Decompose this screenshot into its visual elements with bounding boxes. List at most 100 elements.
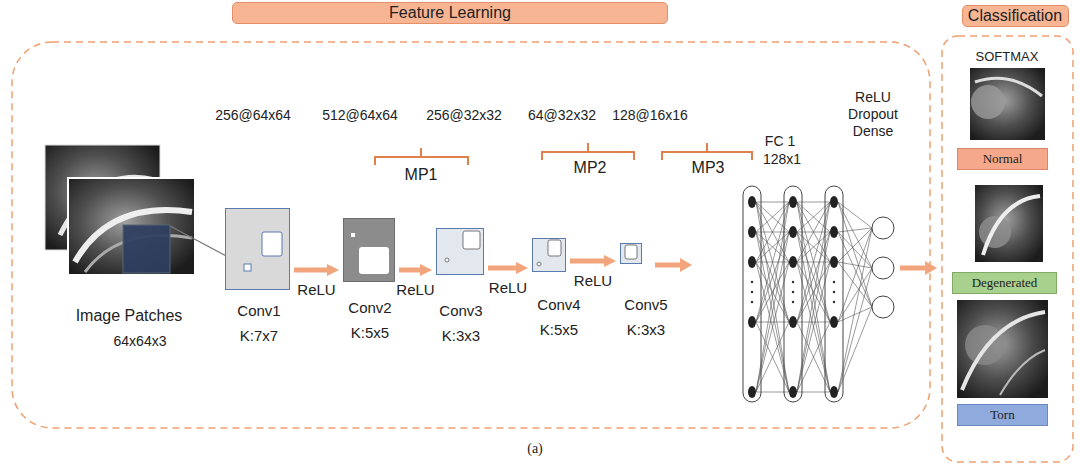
layer-label: K:5x5 bbox=[351, 324, 389, 342]
neuron bbox=[830, 226, 838, 238]
layer-label: Conv5 bbox=[624, 296, 667, 314]
class-label: Normal bbox=[983, 150, 1023, 168]
layer-label: K:3x3 bbox=[627, 321, 665, 339]
figure-caption: (a) bbox=[527, 440, 543, 458]
output-neuron bbox=[872, 257, 894, 279]
feature-dot bbox=[537, 262, 541, 266]
pool-bracket bbox=[375, 148, 468, 165]
neuron bbox=[830, 256, 838, 268]
flow-arrow bbox=[900, 266, 926, 271]
conv-layer: Conv2K:5x5 bbox=[343, 218, 395, 282]
mri-structure bbox=[962, 312, 1045, 390]
neuron bbox=[789, 386, 797, 398]
neuron bbox=[748, 386, 756, 398]
class-box: Degenerated bbox=[952, 272, 1057, 294]
layer-label: Conv1 bbox=[237, 302, 280, 320]
class-label: Torn bbox=[990, 406, 1014, 424]
layer-glyph bbox=[532, 238, 566, 272]
header-text: Classification bbox=[968, 7, 1062, 25]
feature-window bbox=[625, 245, 637, 259]
mri-normal bbox=[970, 68, 1045, 140]
feature-window bbox=[351, 233, 355, 237]
edge-label: ReLU bbox=[394, 281, 436, 299]
neuron bbox=[748, 316, 756, 328]
flow-arrow bbox=[294, 268, 330, 273]
dimension-label: 512@64x64 bbox=[322, 106, 398, 124]
neuron bbox=[789, 256, 797, 268]
dimension-label: 128x1 bbox=[763, 150, 801, 168]
feature-window bbox=[548, 240, 561, 256]
neuron bbox=[748, 256, 756, 268]
flow-arrow bbox=[488, 266, 519, 271]
section-header: Feature Learning bbox=[232, 2, 668, 24]
layer-label: K:5x5 bbox=[540, 321, 578, 339]
fc-neurons bbox=[748, 196, 838, 398]
mri-patch-front bbox=[68, 178, 195, 275]
mri-torn bbox=[957, 300, 1048, 398]
layer-label: Conv3 bbox=[439, 302, 482, 320]
operation-label: Dense bbox=[853, 122, 893, 140]
neuron bbox=[830, 386, 838, 398]
operation-label: Dropout bbox=[848, 105, 898, 123]
patch-window bbox=[123, 225, 170, 273]
neuron bbox=[748, 196, 756, 208]
neuron bbox=[830, 316, 838, 328]
class-label: Degenerated bbox=[972, 274, 1038, 292]
neuron bbox=[789, 316, 797, 328]
layer-glyph bbox=[343, 218, 395, 282]
pool-label: MP2 bbox=[574, 159, 607, 177]
feature-region bbox=[12, 42, 930, 428]
flow-arrow bbox=[655, 263, 681, 268]
fc-column bbox=[784, 186, 802, 402]
mri-structure bbox=[983, 196, 1040, 255]
pool-bracket bbox=[662, 143, 752, 160]
dimension-label: 256@64x64 bbox=[215, 106, 291, 124]
layer-glyph bbox=[225, 208, 290, 290]
flow-arrowhead bbox=[925, 261, 937, 275]
flow-arrow bbox=[399, 268, 423, 273]
output-neuron bbox=[872, 296, 894, 318]
pool-label: MP3 bbox=[692, 159, 725, 177]
mri-structure bbox=[979, 216, 1011, 248]
feature-window bbox=[262, 232, 282, 256]
layer-glyph bbox=[620, 243, 642, 264]
class-box: Torn bbox=[957, 404, 1048, 426]
layer-label: FC 1 bbox=[765, 132, 795, 150]
edge-label: ReLU bbox=[572, 272, 614, 290]
output-label: SOFTMAX bbox=[976, 48, 1039, 66]
feature-dot bbox=[445, 258, 449, 262]
feature-window bbox=[244, 264, 251, 271]
section-header: Classification bbox=[962, 5, 1069, 27]
feature-window bbox=[359, 247, 389, 274]
output-neuron bbox=[872, 217, 894, 239]
input-label: Image Patches bbox=[76, 307, 183, 325]
pool-label: MP1 bbox=[405, 166, 438, 184]
flow-arrowhead bbox=[680, 258, 692, 272]
class-box: Normal bbox=[957, 148, 1048, 170]
mri-structure bbox=[1000, 350, 1045, 395]
conv-layer: Conv1K:7x7 bbox=[225, 208, 290, 290]
mri-structure bbox=[975, 78, 1042, 96]
edge-label: ReLU bbox=[295, 281, 337, 299]
classification-region bbox=[942, 36, 1073, 462]
dimension-label: 64x64x3 bbox=[114, 332, 167, 350]
layer-label: K:7x7 bbox=[240, 327, 278, 345]
edge-label: ReLU bbox=[487, 279, 529, 297]
neuron bbox=[830, 196, 838, 208]
dimension-label: 256@32x32 bbox=[426, 106, 502, 124]
header-text: Feature Learning bbox=[389, 4, 511, 22]
pool-bracket bbox=[542, 143, 634, 160]
conv-layer: Conv5K:3x3 bbox=[620, 243, 642, 264]
dimension-label: 128@16x16 bbox=[612, 106, 688, 124]
mri-degenerated bbox=[975, 185, 1043, 262]
fc-column bbox=[825, 186, 843, 402]
neuron bbox=[789, 196, 797, 208]
conv-layer: Conv3K:3x3 bbox=[436, 228, 484, 275]
feature-window bbox=[463, 231, 480, 249]
neuron bbox=[789, 226, 797, 238]
mri-structure bbox=[971, 85, 1005, 119]
operation-label: ReLU bbox=[855, 88, 891, 106]
layer-label: K:3x3 bbox=[442, 327, 480, 345]
layer-label: Conv4 bbox=[537, 296, 580, 314]
conv-layer: Conv4K:5x5 bbox=[532, 238, 566, 272]
